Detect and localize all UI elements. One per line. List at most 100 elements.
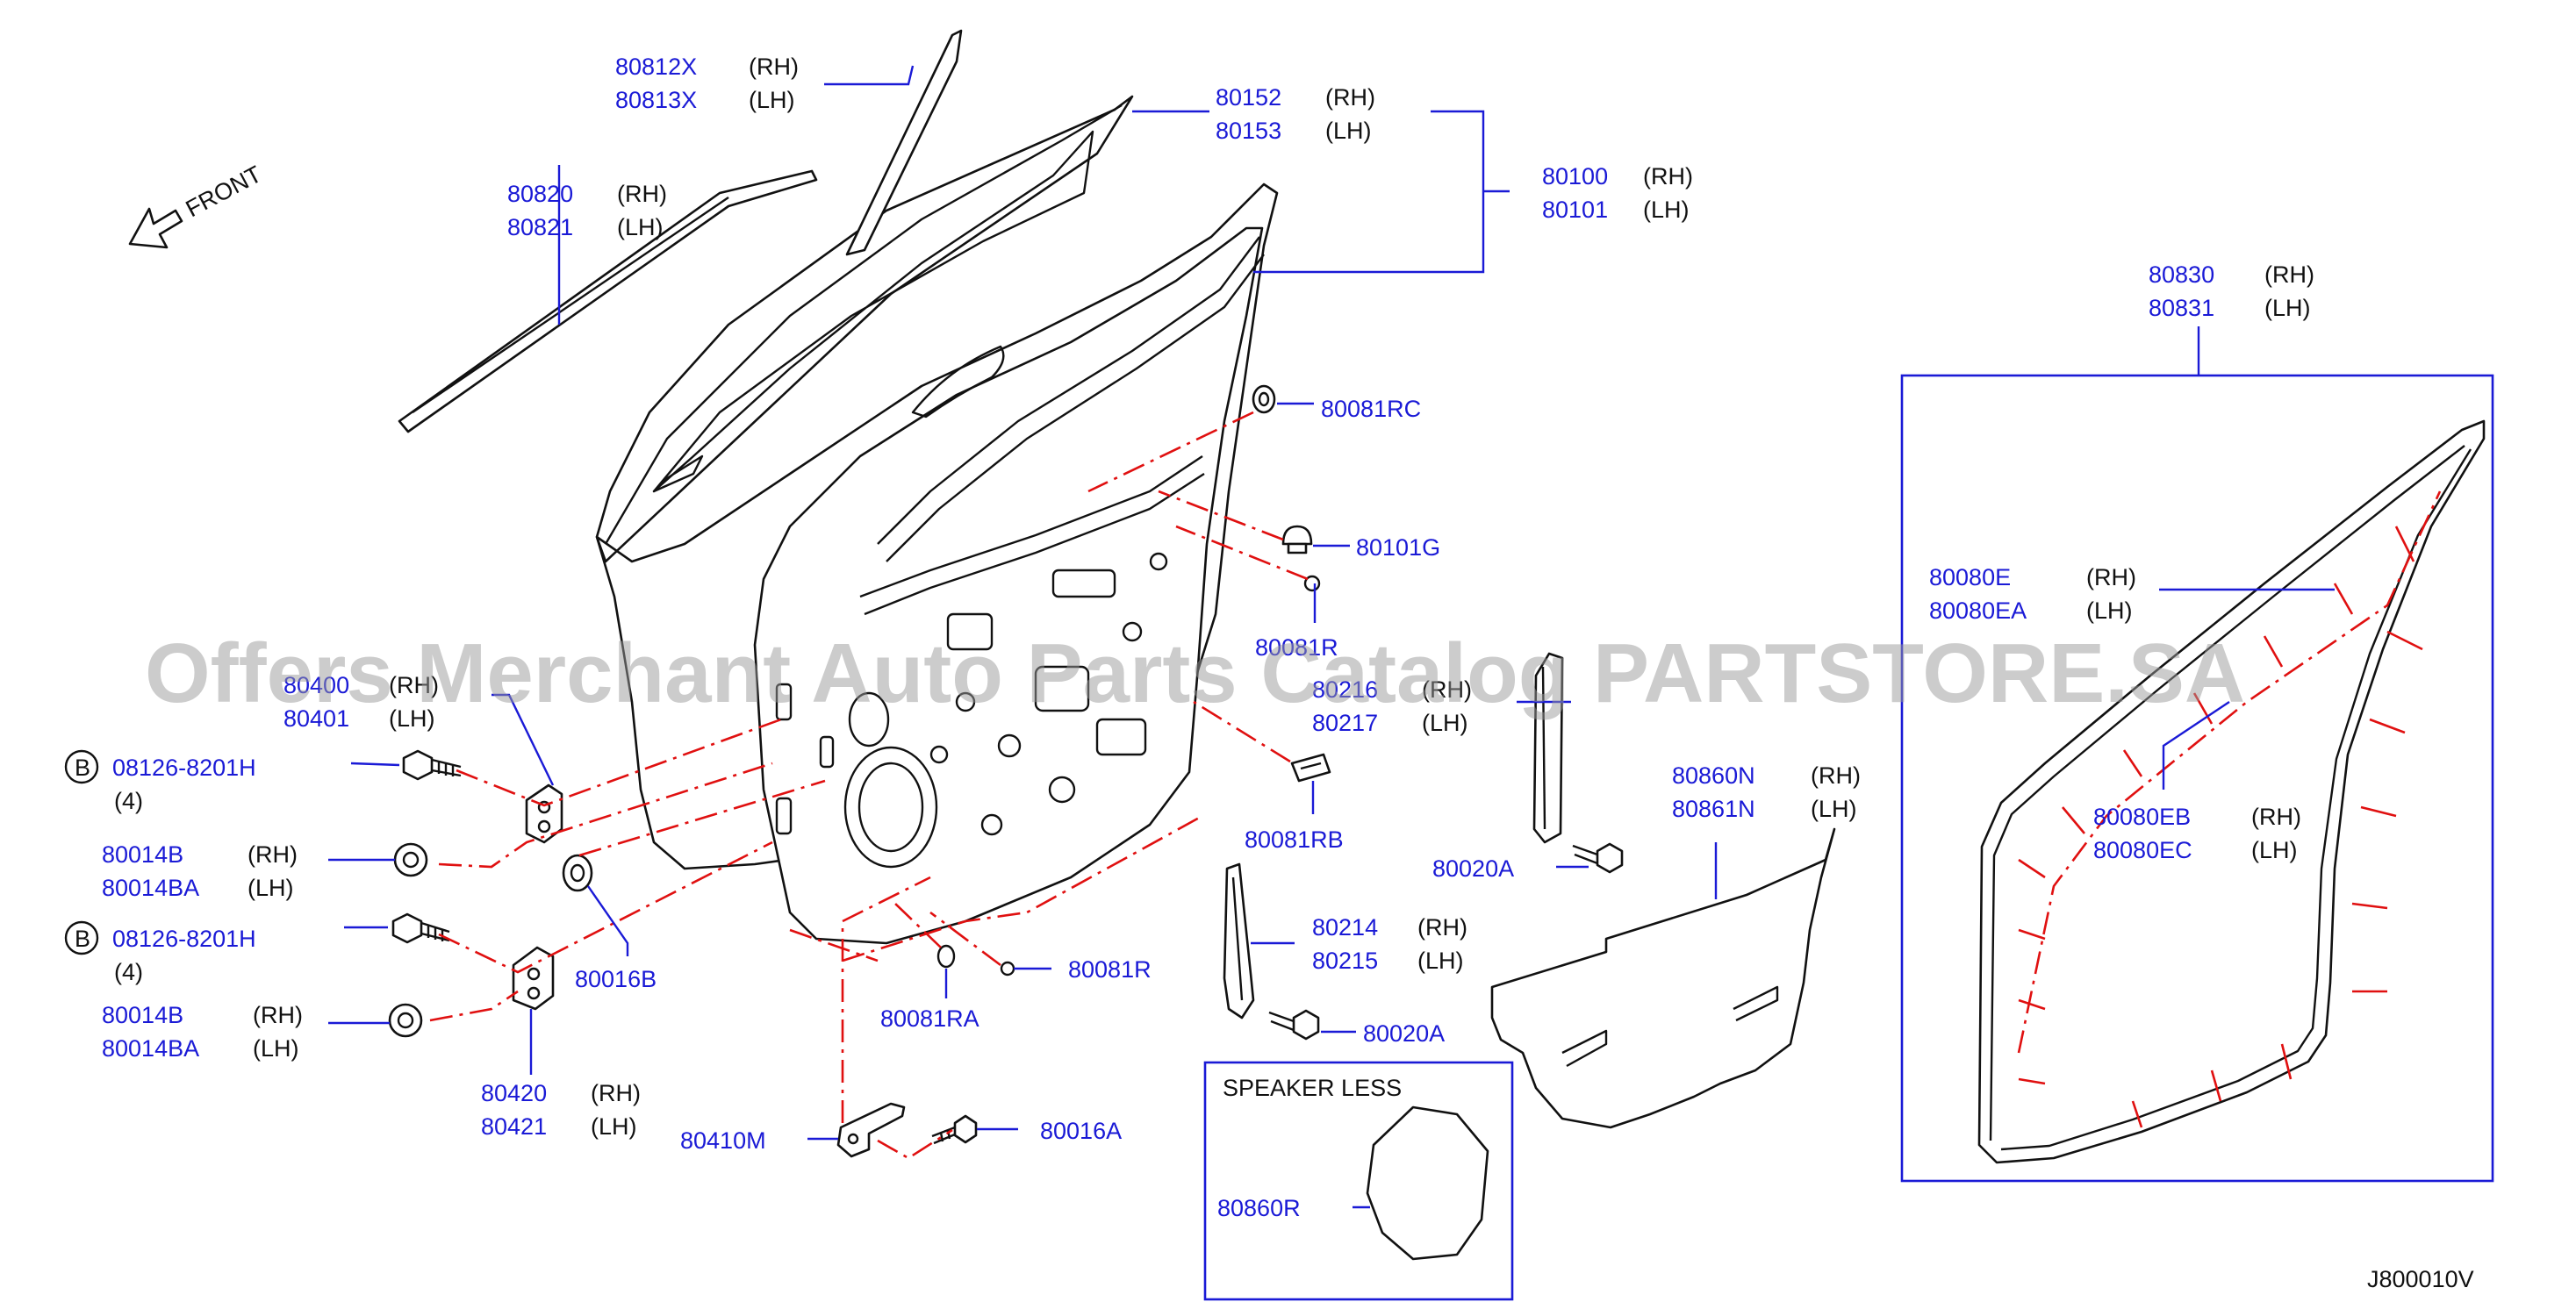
bolt-80020a-lower-drawing <box>1268 1009 1320 1041</box>
rear-sash-channel-drawing <box>1532 652 1564 844</box>
side-rh-80400: (RH) <box>389 672 439 698</box>
part-number-80016a: 80016A <box>1040 1118 1122 1144</box>
sash-trim-drawing <box>845 29 963 256</box>
part-number-80152: 80152 <box>1216 84 1281 111</box>
part-number-80101g: 80101G <box>1356 534 1440 561</box>
part-number-80400: 80400 <box>283 672 349 698</box>
side-lh-80014ba-lower: (LH) <box>253 1035 299 1062</box>
side-lh-80101: (LH) <box>1643 197 1690 223</box>
diagram-id: J800010V <box>2367 1266 2474 1292</box>
weatherstrip-box <box>1900 374 2494 1183</box>
sealing-screen-drawing <box>1490 827 1836 1129</box>
side-lh-80401: (LH) <box>389 705 435 732</box>
side-rh-80080e: (RH) <box>2086 564 2136 590</box>
part-number-80421: 80421 <box>481 1113 547 1140</box>
part-number-80831: 80831 <box>2149 295 2214 321</box>
part-number-80215: 80215 <box>1312 948 1378 974</box>
part-number-80820: 80820 <box>507 181 573 207</box>
part-number-80081rb: 80081RB <box>1245 826 1344 853</box>
side-rh-80420: (RH) <box>591 1080 641 1106</box>
part-number-80014b-upper: 80014B <box>102 841 183 868</box>
part-number-80016b: 80016B <box>575 966 657 992</box>
part-number-80014ba-lower: 80014BA <box>102 1035 199 1062</box>
door-shell-drawing <box>595 95 1279 945</box>
side-rh-80080eb: (RH) <box>2251 804 2301 830</box>
part-number-80153: 80153 <box>1216 118 1281 144</box>
front-sash-channel-drawing <box>1223 862 1255 1019</box>
door-check-drawing <box>836 1102 906 1158</box>
part-number-80080ec: 80080EC <box>2093 837 2192 863</box>
watermark: Offers Merchant Auto Parts Catalog PARTS… <box>145 626 2245 720</box>
side-rh-80100: (RH) <box>1643 163 1693 190</box>
side-rh-80860n: (RH) <box>1811 762 1861 789</box>
assembly-guide-lines <box>429 411 1309 1160</box>
part-number-80830: 80830 <box>2149 261 2214 288</box>
part-number-80101: 80101 <box>1542 197 1608 223</box>
leader-lines <box>328 65 2335 1141</box>
lower-hinge-drawing <box>512 946 555 1011</box>
part-number-08126-upper: 08126-8201H <box>112 755 256 781</box>
bolt-80016a-drawing <box>931 1114 978 1145</box>
side-lh-80014ba-upper: (LH) <box>248 875 294 901</box>
part-number-80861n: 80861N <box>1672 796 1755 822</box>
side-rh-80216: (RH) <box>1422 676 1472 703</box>
part-number-80081ra: 80081RA <box>880 1005 979 1032</box>
part-number-80410m: 80410M <box>680 1127 766 1154</box>
bolt-marker-lower: B <box>75 926 90 952</box>
bolt-80020a-upper-drawing <box>1572 842 1624 874</box>
part-number-80081r-upper: 80081R <box>1255 634 1338 661</box>
part-number-80821: 80821 <box>507 214 573 240</box>
side-lh-80153: (LH) <box>1325 118 1372 144</box>
nut-drawing-lower <box>388 1003 423 1038</box>
bolt-drawing-lower <box>391 912 450 944</box>
part-number-80216: 80216 <box>1312 676 1378 703</box>
side-rh-80820: (RH) <box>617 181 667 207</box>
side-rh-80152: (RH) <box>1325 84 1375 111</box>
bushing-80016b-drawing <box>562 854 593 892</box>
quantity-08126-lower: (4) <box>114 959 143 985</box>
side-lh-80080ea: (LH) <box>2086 597 2133 624</box>
part-number-80401: 80401 <box>283 705 349 732</box>
part-number-80020a-lower: 80020A <box>1363 1020 1445 1047</box>
front-label: FRONT <box>182 161 266 222</box>
side-lh-80080ec: (LH) <box>2251 837 2298 863</box>
upper-hinge-drawing <box>525 783 563 844</box>
side-lh-80217: (LH) <box>1422 710 1468 736</box>
weatherstrip-drawing <box>1977 419 2486 1164</box>
speaker-cover-drawing <box>1366 1105 1489 1261</box>
side-lh-80421: (LH) <box>591 1113 637 1140</box>
part-number-80081rc: 80081RC <box>1321 396 1421 422</box>
part-number-80217: 80217 <box>1312 710 1378 736</box>
part-number-80080e: 80080E <box>1929 564 2011 590</box>
side-rh-80214: (RH) <box>1417 914 1467 941</box>
side-rh-80014b-upper: (RH) <box>248 841 298 868</box>
bolt-marker-circle-lower <box>64 920 99 955</box>
side-lh-80861n: (LH) <box>1811 796 1857 822</box>
part-number-80214: 80214 <box>1312 914 1378 941</box>
part-number-80812x: 80812X <box>615 54 697 80</box>
part-number-80860r: 80860R <box>1217 1195 1301 1221</box>
part-number-80081r-lower: 80081R <box>1068 956 1152 983</box>
bolt-marker-upper: B <box>75 755 90 781</box>
part-number-80420: 80420 <box>481 1080 547 1106</box>
clip-80081rb-drawing <box>1290 753 1331 783</box>
part-number-80014ba-upper: 80014BA <box>102 875 199 901</box>
plug-80101g-drawing <box>1281 525 1313 554</box>
part-number-80860n: 80860N <box>1672 762 1755 789</box>
plug-80081r-lower-drawing <box>1000 961 1015 976</box>
side-rh-80014b-lower: (RH) <box>253 1002 303 1028</box>
part-number-80020a-upper: 80020A <box>1432 855 1514 882</box>
part-number-80100: 80100 <box>1542 163 1608 190</box>
part-number-08126-lower: 08126-8201H <box>112 926 256 952</box>
part-number-80080ea: 80080EA <box>1929 597 2027 624</box>
speaker-less-title: SPEAKER LESS <box>1223 1075 1402 1101</box>
speaker-less-box: SPEAKER LESS 80860R <box>1203 1061 1514 1301</box>
side-lh-80215: (LH) <box>1417 948 1464 974</box>
part-number-80813x: 80813X <box>615 87 697 113</box>
part-labels: 80812X (RH) 80813X (LH) 80820 (RH) 80821… <box>64 54 2314 1154</box>
plug-80081ra-drawing <box>936 944 956 969</box>
quantity-08126-upper: (4) <box>114 788 143 814</box>
side-lh-80813x: (LH) <box>749 87 795 113</box>
side-lh-80821: (LH) <box>617 214 664 240</box>
